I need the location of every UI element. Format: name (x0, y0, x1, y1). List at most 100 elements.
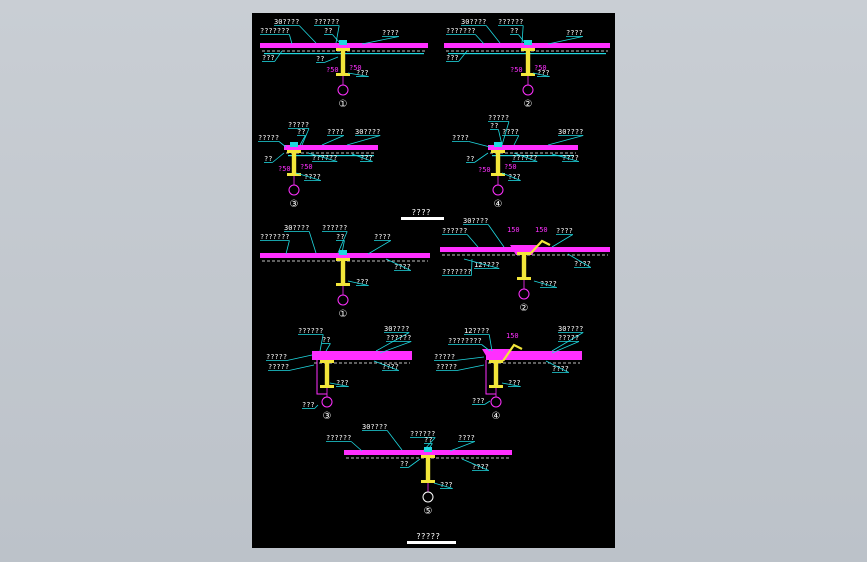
axis-bubble (522, 84, 534, 96)
leader-line (301, 128, 310, 146)
leader-line (449, 441, 475, 452)
leader-line (513, 135, 520, 146)
leader-line (373, 360, 399, 371)
bracket-plate (502, 343, 523, 362)
annotation-label: ?????? (298, 327, 323, 335)
beam-flange-top (336, 48, 350, 51)
annotation-label: ?????? (410, 430, 435, 438)
bracket-plate (530, 239, 551, 254)
axis-bubble (337, 84, 349, 96)
leader-line (347, 72, 369, 77)
dimension-text: 150 (506, 332, 519, 340)
axis-bubble (518, 288, 530, 300)
annotation-label: ???? (574, 260, 591, 268)
leader-line (513, 152, 538, 162)
shear-stud (524, 40, 532, 45)
annotation-label: ??? (446, 54, 459, 62)
leader-line (485, 25, 501, 44)
beam-web (340, 51, 346, 73)
annotation-label: ??????? (260, 27, 290, 35)
annotation-label: ???? (556, 227, 573, 235)
detail-number: ① (339, 99, 348, 110)
leader-line (518, 34, 526, 44)
dimension-text: ?50 (278, 165, 291, 173)
leader-line (319, 334, 324, 352)
annotation-label: ???? (562, 154, 579, 162)
annotation-label: ?? (490, 122, 498, 130)
slab (344, 450, 512, 455)
annotation-label: 30???? (558, 128, 583, 136)
leader-line (379, 341, 412, 354)
leader-line (285, 240, 290, 255)
leader-line (567, 253, 592, 268)
slab (312, 351, 412, 360)
leader-line (433, 482, 453, 489)
leader-line (427, 443, 433, 451)
beam-flange-top (421, 455, 435, 458)
annotation-label: ??????? (446, 27, 476, 35)
annotation-label: 30???? (558, 325, 583, 333)
dimension-text: ?50 (510, 66, 523, 74)
leader-line (466, 234, 479, 248)
annotation-label: ????? (288, 121, 309, 129)
detail-number: ④ (492, 411, 501, 422)
leader-line (367, 240, 392, 255)
leader-line (547, 36, 583, 45)
beam-flange-top (521, 48, 535, 51)
leader-line (335, 25, 340, 44)
leader-line (468, 141, 491, 148)
beam-web (291, 153, 297, 173)
annotation-label: ????? (258, 134, 279, 142)
annotation-label: ???? (540, 280, 557, 288)
leader-line (386, 430, 403, 451)
annotation-label: ????? (558, 334, 579, 342)
leader-line (458, 50, 468, 62)
annotation-label: ?? (336, 233, 344, 241)
leader-line (498, 129, 503, 146)
annotation-label: ?????? (498, 18, 523, 26)
dimension-text: ?50 (326, 66, 339, 74)
axis-bubble (422, 491, 434, 503)
annotation-label: ??? (508, 379, 521, 387)
shear-stud (339, 40, 347, 45)
leader-line (551, 234, 574, 248)
annotation-label: 30???? (274, 18, 299, 26)
slab (260, 43, 428, 48)
annotation-label: ?? (297, 128, 305, 136)
leader-line (299, 135, 306, 146)
annotation-label: ??????? (442, 268, 472, 276)
annotation-label: 30???? (463, 217, 488, 225)
annotation-label: 30???? (355, 128, 380, 136)
beam-flange-top (489, 360, 503, 363)
dimension-text: 150 (507, 226, 520, 234)
section-title: ???? (411, 208, 430, 217)
leader-line (308, 231, 317, 254)
leader-line (551, 153, 579, 162)
annotation-label: ???? (452, 134, 469, 142)
leader-line (274, 50, 283, 62)
detail-number: ⑤ (424, 506, 433, 517)
leader-line (471, 258, 473, 276)
annotation-label: ??? (508, 173, 521, 181)
beam-flange-bottom (489, 385, 503, 388)
beam-web (425, 458, 431, 480)
leader-line (289, 34, 293, 45)
slab (444, 43, 610, 48)
dimension-text: ?50 (534, 64, 547, 72)
annotation-label: 30???? (362, 423, 387, 431)
leader-line (533, 280, 557, 288)
deck-line (288, 155, 374, 157)
dimension-text: ?50 (478, 166, 491, 174)
leader-line (463, 258, 500, 269)
leader-line (337, 231, 348, 254)
leader-line (324, 56, 339, 63)
leader-line (521, 25, 524, 44)
leader-line (488, 334, 493, 352)
annotation-label: ?????? (314, 18, 339, 26)
leader-line (408, 458, 421, 468)
detail-number: ② (520, 303, 529, 314)
axis-bubble (321, 396, 333, 408)
leader-line (361, 36, 399, 45)
annotation-label: ???? (304, 173, 321, 181)
leader-line (501, 172, 521, 181)
